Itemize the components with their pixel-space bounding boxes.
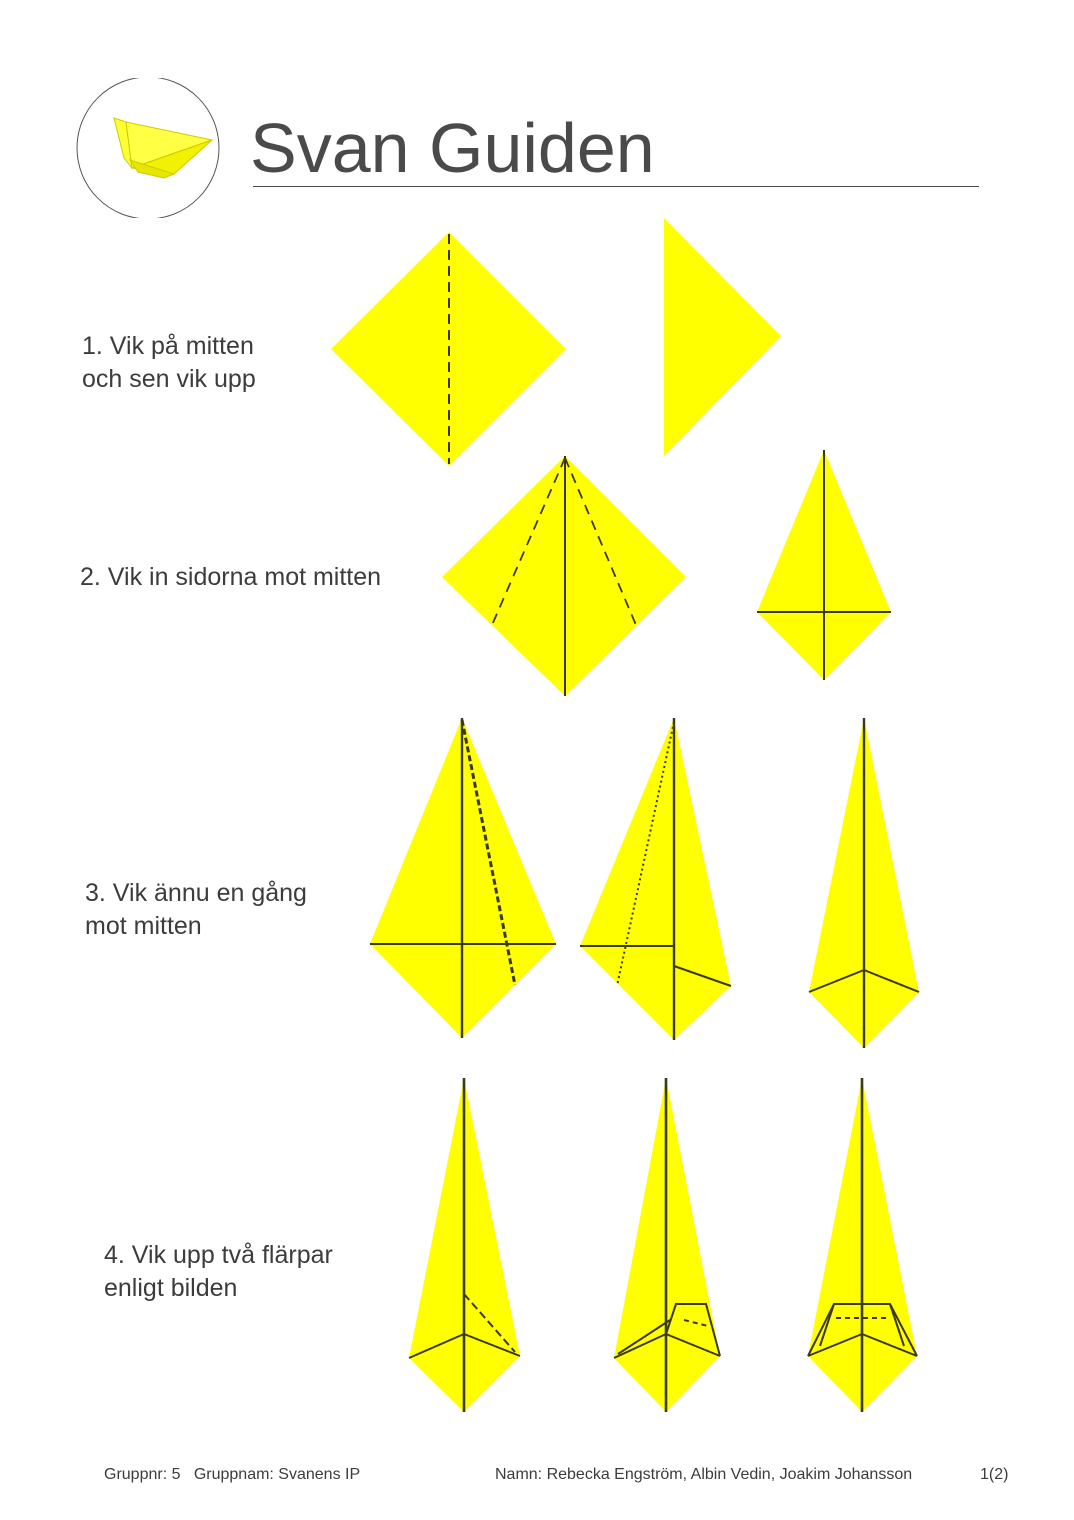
step-4-kite-diagram-a (408, 1078, 521, 1412)
origami-swan-icon (113, 117, 214, 179)
step-3-line-2: mot mitten (85, 912, 202, 940)
logo-circle (76, 78, 220, 218)
step-1-line-1: 1. Vik på mitten (82, 332, 254, 360)
step-4-kite-diagram-b (613, 1078, 721, 1412)
step-1-triangle-diagram (664, 218, 781, 456)
page-title: Svan Guiden (250, 109, 655, 187)
footer-group-info: Gruppnr: 5 Gruppnam: Svanens IP (104, 1466, 361, 1483)
step-3-kite-diagram-a (370, 718, 556, 1038)
step-2-kite-dashed-diagram (442, 456, 686, 696)
title-underline (253, 186, 979, 187)
step-2-line-1: 2. Vik in sidorna mot mitten (80, 563, 382, 591)
step-2-kite-folded-diagram (757, 450, 891, 680)
origami-swan-logo (76, 78, 220, 218)
step-4-line-2: enligt bilden (104, 1274, 238, 1302)
step-1-line-2: och sen vik upp (82, 365, 256, 393)
step-3-line-1: 3. Vik ännu en gång (85, 879, 307, 907)
footer-names: Namn: Rebecka Engström, Albin Vedin, Joa… (495, 1466, 913, 1483)
footer-page-number: 1(2) (980, 1466, 1009, 1483)
step-4-line-1: 4. Vik upp två flärpar (104, 1241, 333, 1269)
step-3-kite-diagram-c (808, 718, 920, 1048)
step-1-text: 1. Vik på mitten och sen vik upp (82, 330, 256, 396)
step-3-kite-diagram-b (580, 718, 732, 1040)
step-2-text: 2. Vik in sidorna mot mitten (80, 561, 381, 594)
step-4-text: 4. Vik upp två flärpar enligt bilden (104, 1239, 333, 1305)
step-3-text: 3. Vik ännu en gång mot mitten (85, 877, 307, 943)
step-4-kite-diagram-c (807, 1078, 918, 1412)
step-1-square-diagram (331, 232, 566, 466)
